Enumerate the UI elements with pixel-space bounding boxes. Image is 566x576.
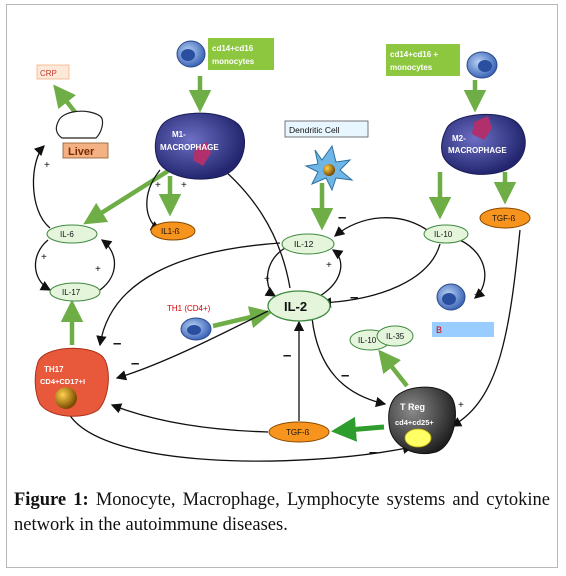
minus-sign: – [350,289,358,306]
cytokine-il1b: IL1-ß [150,221,196,241]
figure-caption: Figure 1: Monocyte, Macrophage, Lymphocy… [14,488,550,538]
cytokine-il2: IL-2 [267,290,331,322]
minus-sign: – [341,367,349,384]
plus-sign: + [155,180,161,191]
b-cell [436,283,466,311]
treg-to-tgfb-arrow [331,416,385,442]
svg-text:monocytes: monocytes [212,57,255,66]
svg-text:IL-2: IL-2 [284,299,307,314]
liver: Liver [55,110,109,159]
plus-sign: + [117,404,123,415]
svg-text:TH17: TH17 [44,365,64,374]
m2-monocyte-cell [466,51,498,79]
svg-text:MACROPHAGE: MACROPHAGE [160,143,219,152]
m1-monocytes-label: cd14+cd16 monocytes [208,38,274,70]
svg-text:CRP: CRP [40,69,57,78]
interaction-signs: + + + + + + + + + + [41,160,480,415]
minus-sign: – [369,444,377,461]
cytokine-il6: IL-6 [46,224,98,244]
m1-monocyte-cell [176,40,206,68]
cytokine-il17: IL-17 [49,282,101,302]
th17-cell: TH17 CD4+CD17+I [34,347,109,417]
treg-cell: T Reg cd4+cd25+ [388,386,456,454]
dendritic-cell [304,144,354,192]
svg-text:cd14+cd16 +: cd14+cd16 + [390,50,438,59]
m2-macrophage: M2- MACROPHAGE [441,113,526,175]
plus-sign: + [41,252,47,263]
svg-text:IL-12: IL-12 [294,239,314,249]
svg-text:M1-: M1- [172,130,186,139]
svg-text:T Reg: T Reg [400,402,425,412]
plus-sign: + [326,260,332,271]
svg-text:M2-: M2- [452,134,466,143]
caption-label: Figure 1: [14,490,89,510]
th1-cell: TH1 (CD4+) [167,304,212,341]
svg-text:IL-10: IL-10 [358,336,377,345]
svg-text:CD4+CD17+I: CD4+CD17+I [40,377,85,386]
svg-text:B: B [436,325,442,335]
minus-sign: – [131,355,139,372]
inhibition-signs: – – – – – – – [113,209,377,461]
b-cell-label: B [432,322,494,337]
plus-sign: + [474,290,480,301]
cytokine-network-diagram: + + + + + + + + + + – – – – – – – CRP Li… [32,38,531,462]
plus-sign: + [181,180,187,191]
svg-text:TH1 (CD4+): TH1 (CD4+) [167,304,211,313]
svg-text:cd4+cd25+: cd4+cd25+ [395,418,434,427]
svg-text:Liver: Liver [68,146,95,158]
plus-sign: + [95,264,101,275]
svg-text:TGF-ß: TGF-ß [492,214,516,223]
plus-sign: + [44,160,50,171]
svg-text:TGF-ß: TGF-ß [286,428,310,437]
svg-text:IL-17: IL-17 [62,288,81,297]
svg-text:monocytes: monocytes [390,63,433,72]
plus-sign: + [458,400,464,411]
svg-text:MACROPHAGE: MACROPHAGE [448,146,507,155]
cytokine-tgfb-bottom: TGF-ß [268,421,330,443]
cytokine-il35: IL-35 [376,325,414,347]
plus-sign: + [264,274,270,285]
svg-text:Dendritic Cell: Dendritic Cell [289,125,340,135]
caption-text: Monocyte, Macrophage, Lymphocyte systems… [14,490,550,535]
minus-sign: – [113,335,121,352]
crp-label: CRP [36,64,70,80]
cytokine-il10-top: IL-10 [423,224,469,244]
svg-text:cd14+cd16: cd14+cd16 [212,44,254,53]
minus-sign: – [283,347,291,364]
minus-sign: – [338,209,346,226]
green-arrows [53,76,517,388]
svg-text:IL1-ß: IL1-ß [161,227,180,236]
cytokine-il12: IL-12 [281,233,335,255]
svg-text:IL-35: IL-35 [386,332,405,341]
m1-macrophage: M1- MACROPHAGE [154,112,246,180]
svg-text:IL-6: IL-6 [60,230,74,239]
cytokine-tgfb-top: TGF-ß [479,207,531,229]
svg-text:IL-10: IL-10 [434,230,453,239]
dendritic-cell-label: Dendritic Cell [284,120,369,138]
m2-monocytes-label: cd14+cd16 + monocytes [386,44,460,76]
